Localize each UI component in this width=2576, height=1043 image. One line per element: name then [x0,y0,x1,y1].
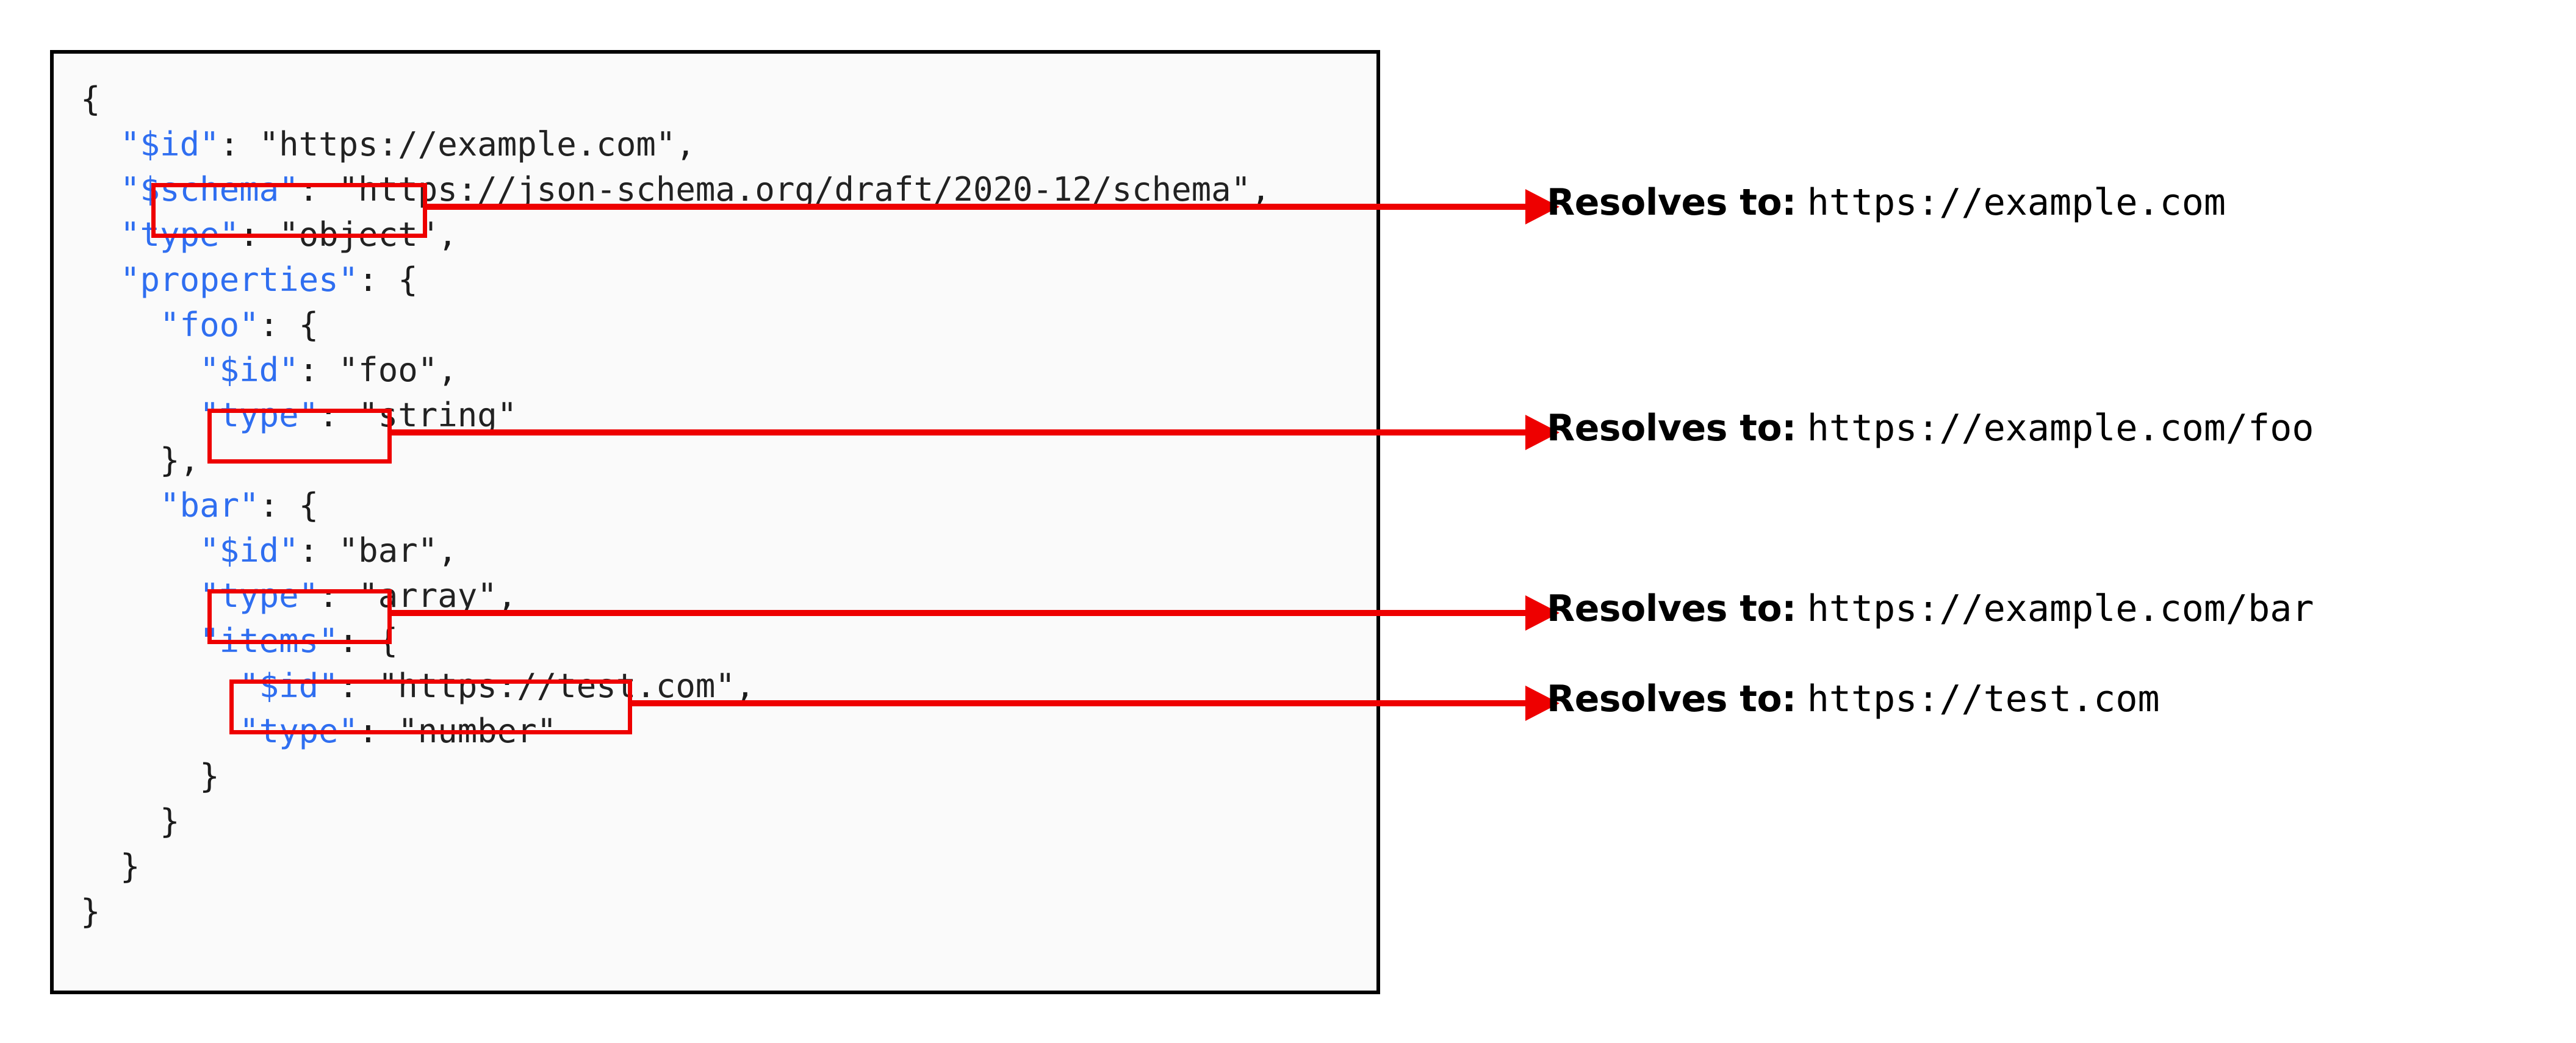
code-token-string: "bar" [338,531,438,570]
resolution-note-resolve-items: Resolves to: https://test.com [1547,678,2160,720]
code-line: "type": "array", [81,573,1271,618]
code-line: "$id": "https://example.com", [81,122,1271,167]
code-line: "$id": "bar", [81,528,1271,573]
code-token-punct: : [298,531,339,570]
code-token-punct: : [318,396,359,434]
arrow-shaft [628,700,1525,706]
code-token-punct: , [437,531,458,570]
arrow-head-icon [1525,415,1560,450]
code-token-string: "array" [358,576,497,615]
resolution-note-resolve-bar: Resolves to: https://example.com/bar [1547,587,2314,630]
code-token-key: "$id" [120,125,220,163]
code-token-string: "https://test.com" [378,667,735,705]
code-line: } [81,799,1271,844]
code-token-punct: : { [338,622,398,660]
code-token-punct: : { [259,306,319,344]
code-line: "bar": { [81,483,1271,528]
code-line: }, [81,438,1271,483]
code-token-key: "$id" [200,351,299,389]
code-token-key: "items" [200,622,339,660]
code-token-punct: : [318,576,359,615]
code-token-punct: : { [358,260,418,299]
code-line: "type": "number" [81,709,1271,754]
code-token-string: "object" [279,215,438,254]
json-code-panel: { "$id": "https://example.com", "$schema… [50,50,1380,994]
code-line: } [81,754,1271,799]
resolved-uri: https://example.com [1807,181,2226,224]
resolution-note-resolve-root: Resolves to: https://example.com [1547,181,2226,224]
arrow-shaft [388,610,1525,616]
code-token-key: "foo" [160,306,259,344]
code-line: "items": { [81,618,1271,664]
code-token-punct: , [437,215,458,254]
code-token-key: "type" [200,396,319,434]
resolution-label: Resolves to: [1547,678,1796,720]
code-token-key: "$schema" [120,170,299,209]
code-token-punct: : [298,170,339,209]
code-token-string: "string" [358,396,517,434]
code-token-punct: , [437,351,458,389]
code-token-punct: , [497,576,517,615]
code-token-key: "type" [200,576,319,615]
arrow-head-icon [1525,686,1560,721]
code-line: } [81,889,1271,934]
resolved-uri: https://test.com [1807,678,2160,720]
resolved-uri: https://example.com/foo [1807,407,2314,450]
code-line: "type": "string" [81,393,1271,438]
code-token-key: "$id" [239,667,339,705]
code-token-punct: : [239,215,279,254]
code-token-punct: : [219,125,259,163]
code-token-punct: : [298,351,339,389]
code-token-key: "$id" [200,531,299,570]
code-line: "$schema": "https://json-schema.org/draf… [81,167,1271,212]
resolution-label: Resolves to: [1547,407,1796,450]
code-token-string: "https://example.com" [259,125,676,163]
code-token-string: "https://json-schema.org/draft/2020-12/s… [338,170,1251,209]
code-line: "type": "object", [81,212,1271,257]
code-line: "$id": "foo", [81,348,1271,393]
code-token-punct: } [120,847,140,886]
code-line: "properties": { [81,257,1271,303]
arrow-shaft [388,429,1525,435]
arrow-head-icon [1525,595,1560,631]
code-line: "$id": "https://test.com", [81,664,1271,709]
code-line: { [81,77,1271,122]
code-token-key: "type" [239,712,359,750]
code-token-key: "type" [120,215,240,254]
code-token-key: "properties" [120,260,359,299]
resolution-label: Resolves to: [1547,587,1796,630]
code-token-punct: : { [259,486,319,525]
code-token-string: "number" [398,712,557,750]
code-token-punct: } [160,802,180,840]
code-token-string: "foo" [338,351,438,389]
code-token-punct: , [675,125,696,163]
code-token-punct: } [200,757,220,795]
resolved-uri: https://example.com/bar [1807,587,2314,630]
resolution-label: Resolves to: [1547,181,1796,224]
code-line: "foo": { [81,303,1271,348]
code-token-punct: , [735,667,755,705]
code-token-punct: , [1251,170,1271,209]
resolution-note-resolve-foo: Resolves to: https://example.com/foo [1547,407,2314,450]
code-token-punct: }, [160,441,200,479]
code-token-punct: : [358,712,398,750]
arrow-shaft [423,204,1525,210]
code-token-key: "bar" [160,486,259,525]
code-token-punct: { [81,80,101,118]
code-line: } [81,844,1271,889]
arrow-head-icon [1525,189,1560,224]
code-token-punct: } [81,892,101,931]
code-token-punct: : [338,667,378,705]
